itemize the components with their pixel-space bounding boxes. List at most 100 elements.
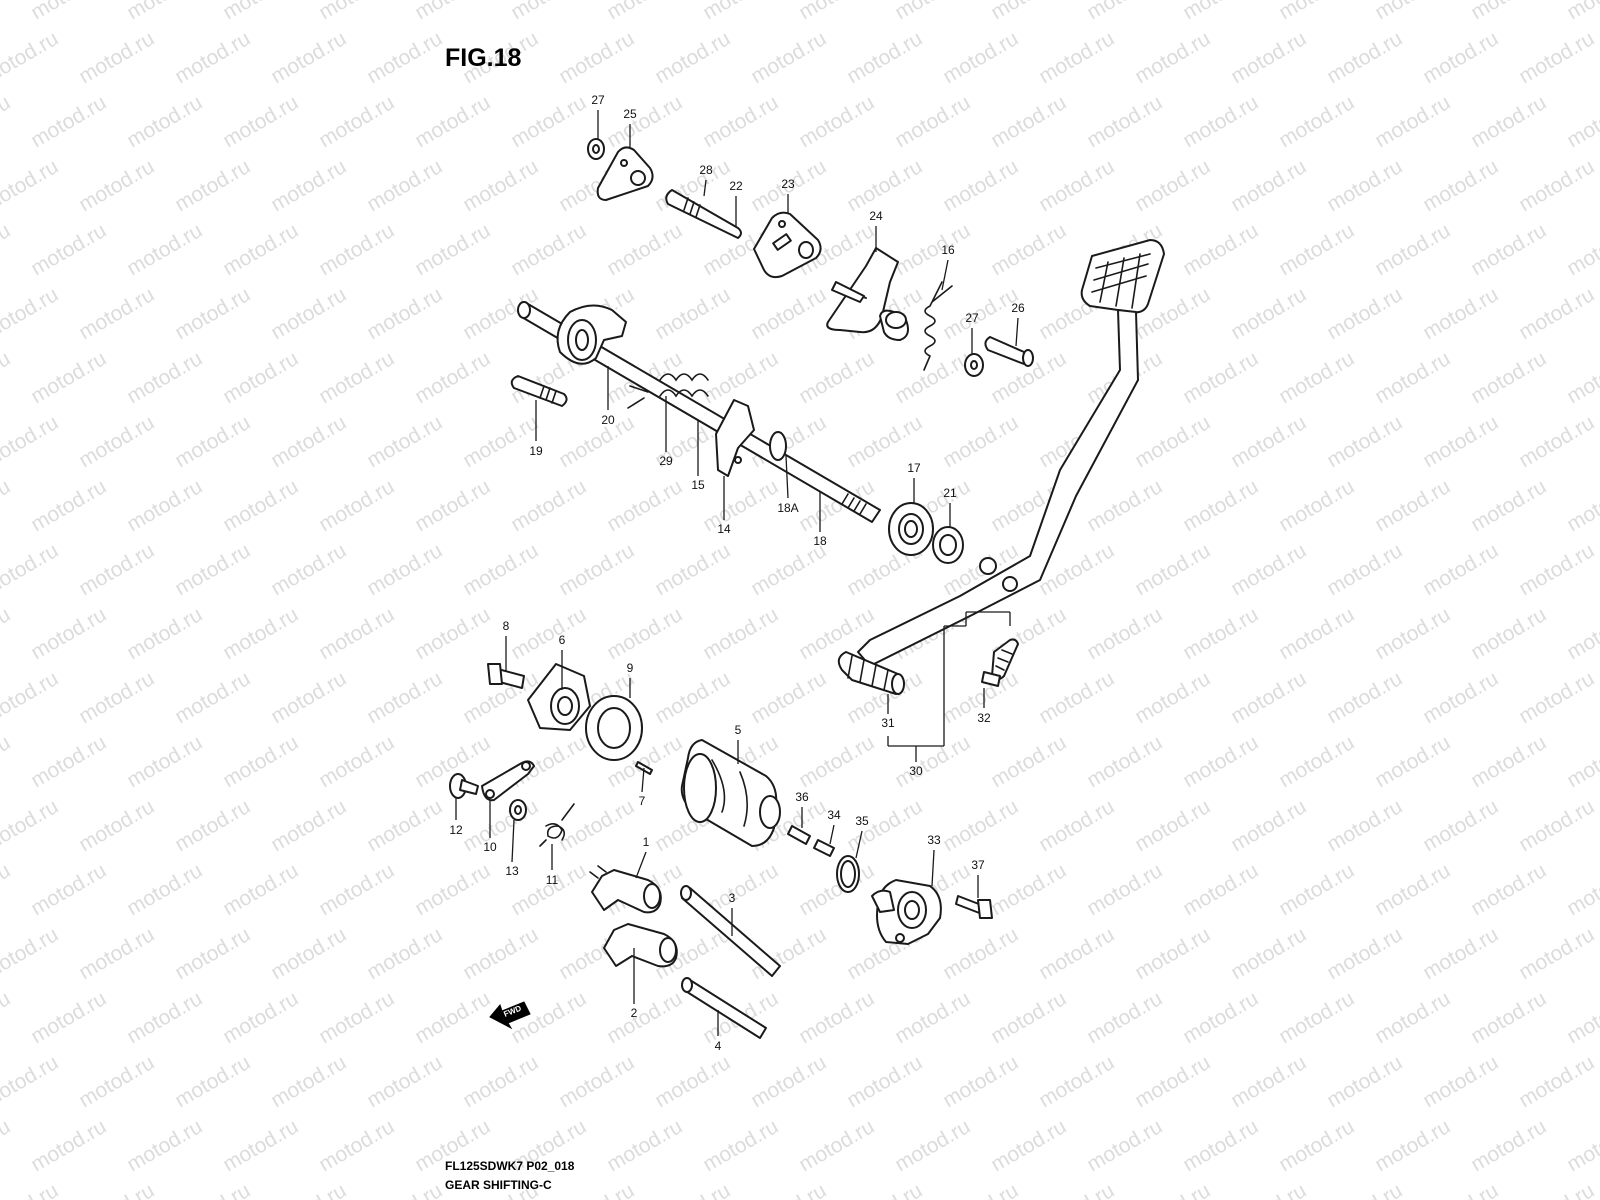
watermark-text: motod.ru [1419,283,1502,344]
watermark-text: motod.ru [1323,1051,1406,1112]
watermark-text: motod.ru [1083,475,1166,536]
watermark-text: motod.ru [555,1051,638,1112]
watermark-text: motod.ru [507,603,590,664]
watermark-text: motod.ru [219,347,302,408]
watermark-text: motod.ru [555,1179,638,1200]
watermark-text: motod.ru [267,283,350,344]
watermark-text: motod.ru [747,1179,830,1200]
spring-16 [923,281,953,371]
watermark-text: motod.ru [1419,923,1502,984]
watermark-text: motod.ru [1371,0,1454,24]
watermark-text: motod.ru [411,347,494,408]
watermark-text: motod.ru [1515,411,1598,472]
watermark-text: motod.ru [363,283,446,344]
watermark-text: motod.ru [891,219,974,280]
watermark-text: motod.ru [1035,1179,1118,1200]
watermark-text: motod.ru [651,539,734,600]
watermark-text: motod.ru [987,91,1070,152]
callout-18a: 18A [777,501,798,515]
watermark-text: motod.ru [1563,475,1600,536]
watermark-text: motod.ru [0,1115,14,1176]
watermark-text: motod.ru [1083,859,1166,920]
leader-line [641,767,645,793]
leader-lines [455,110,1019,1036]
callout-15: 15 [691,478,705,492]
watermark-text: motod.ru [891,347,974,408]
watermark-text: motod.ru [123,347,206,408]
watermark-text: motod.ru [1131,923,1214,984]
plate-23 [753,211,822,279]
watermark-text: motod.ru [939,411,1022,472]
watermark-text: motod.ru [1227,27,1310,88]
watermark-text: motod.ru [0,283,62,344]
watermark-text: motod.ru [1563,91,1600,152]
watermark-text: motod.ru [843,155,926,216]
watermark-text: motod.ru [0,155,62,216]
watermark-text: motod.ru [27,859,110,920]
watermark-text: motod.ru [459,1051,542,1112]
watermark-text: motod.ru [1275,603,1358,664]
callout-18: 18 [813,534,827,548]
watermark-text: motod.ru [171,411,254,472]
watermark-text: motod.ru [1179,475,1262,536]
watermark-text: motod.ru [699,347,782,408]
watermark-text: motod.ru [459,923,542,984]
watermark-text: motod.ru [171,1051,254,1112]
watermark-text: motod.ru [123,475,206,536]
watermark-text: motod.ru [27,0,110,24]
watermark-text: motod.ru [1467,859,1550,920]
watermark-text: motod.ru [1323,923,1406,984]
watermark-text: motod.ru [1419,411,1502,472]
watermark-text: motod.ru [1371,475,1454,536]
watermark-text: motod.ru [171,155,254,216]
watermark-text: motod.ru [1035,27,1118,88]
callout-22: 22 [729,179,743,193]
watermark-text: motod.ru [699,603,782,664]
watermark-text: motod.ru [315,475,398,536]
watermark-text: motod.ru [459,155,542,216]
watermark-text: motod.ru [699,0,782,24]
watermark-text: motod.ru [699,1115,782,1176]
callout-7: 7 [639,794,646,808]
watermark-text: motod.ru [1083,1115,1166,1176]
watermark-text: motod.ru [1323,411,1406,472]
shift-fork-1 [591,869,662,914]
watermark-text: motod.ru [0,0,14,24]
watermark-text: motod.ru [459,411,542,472]
watermark-text: motod.ru [1515,539,1598,600]
callout-36: 36 [795,790,809,804]
watermark-text: motod.ru [123,731,206,792]
callout-34: 34 [827,808,841,822]
callout-27: 27 [965,311,979,325]
watermark-text: motod.ru [795,731,878,792]
watermark-text: motod.ru [411,219,494,280]
leader-line [511,819,515,863]
watermark-text: motod.ru [795,1115,878,1176]
watermark-text: motod.ru [27,603,110,664]
watermark-text: motod.ru [0,1179,62,1200]
shift-arm-14 [715,399,755,477]
watermark-text: motod.ru [1467,347,1550,408]
callout-11: 11 [546,873,559,887]
watermark-text: motod.ru [1323,27,1406,88]
watermark-text: motod.ru [507,475,590,536]
leader-line [1015,317,1019,347]
watermark-text: motod.ru [171,539,254,600]
watermark-text: motod.ru [1323,155,1406,216]
watermark-text: motod.ru [1323,667,1406,728]
watermark-text: motod.ru [1275,347,1358,408]
watermark-text: motod.ru [1131,795,1214,856]
watermark-text: motod.ru [171,923,254,984]
watermark-text: motod.ru [1227,667,1310,728]
watermark-text: motod.ru [1467,603,1550,664]
watermark-text: motod.ru [891,91,974,152]
watermark-text: motod.ru [171,283,254,344]
watermark-text: motod.ru [1179,1115,1262,1176]
watermark-text: motod.ru [411,475,494,536]
watermark-text: motod.ru [507,859,590,920]
watermark-text: motod.ru [219,859,302,920]
watermark-text: motod.ru [363,539,446,600]
watermark-text: motod.ru [1275,475,1358,536]
pin-34 [813,839,835,857]
